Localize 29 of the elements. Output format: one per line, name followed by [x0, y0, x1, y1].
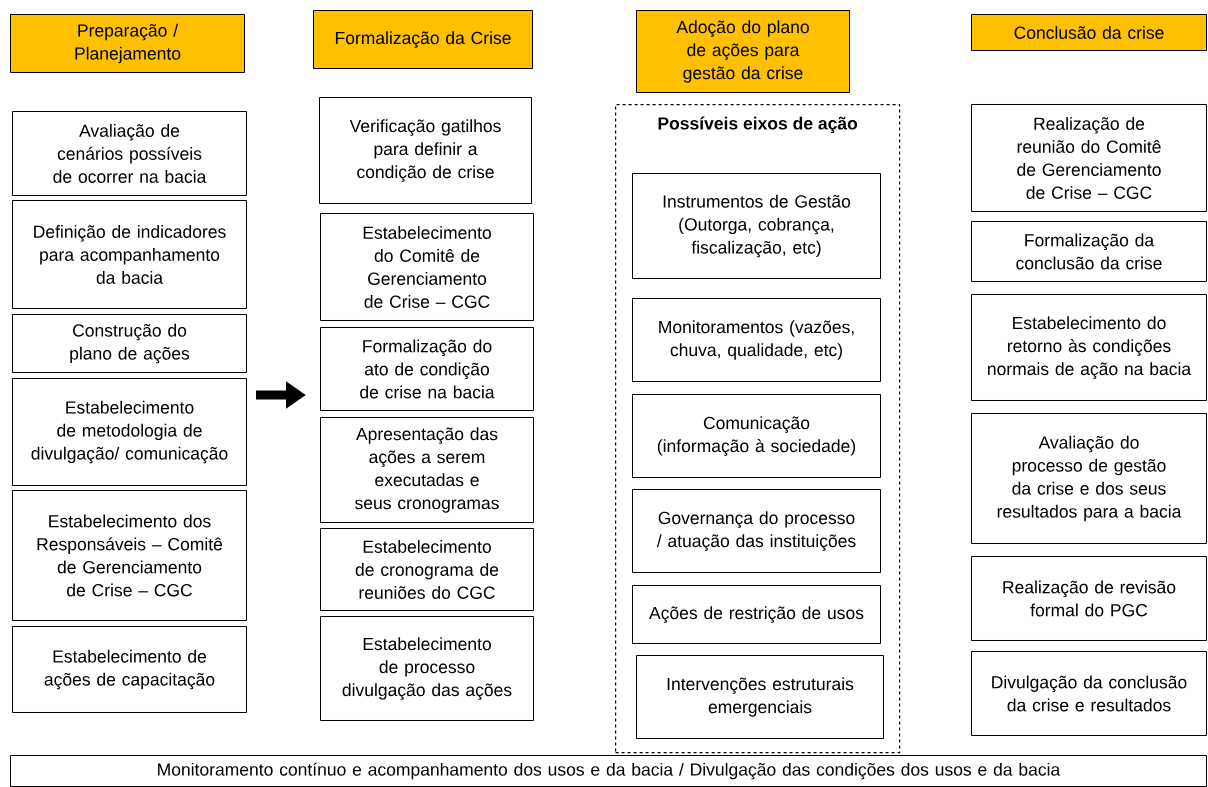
header-box: Preparação / Planejamento — [10, 14, 245, 73]
process-box: Formalização do ato de condição de crise na bacia — [320, 327, 534, 411]
process-box: Instrumentos de Gestão (Outorga, cobrança, fiscalização, etc) — [632, 173, 881, 279]
process-box: Construção do plano de ações — [12, 314, 247, 373]
process-box: Avaliação do processo de gestão da crise e dos seus resultados para a bacia — [971, 413, 1207, 544]
process-box: Estabelecimento do Comitê de Gerenciamento de Crise – CGC — [320, 213, 534, 321]
process-box: Comunicação (informação à sociedade) — [632, 394, 881, 478]
process-box: Governança do processo / atuação das instituições — [632, 489, 881, 573]
process-box: Apresentação das ações a serem executadas e seus cronogramas — [320, 417, 534, 523]
header-box: Formalização da Crise — [313, 10, 533, 69]
process-box: Ações de restrição de usos — [632, 585, 881, 644]
process-box: Divulgação da conclusão da crise e resultados — [971, 651, 1207, 736]
process-box: Realização de revisão formal do PGC — [971, 556, 1207, 641]
process-box: Estabelecimento dos Responsáveis – Comitê de Gerenciamento de Crise – CGC — [12, 490, 247, 621]
process-box: Realização de reunião do Comitê de Gerenciamento de Crise – CGC — [971, 104, 1207, 212]
header-box: Adoção do plano de ações para gestão da crise — [636, 10, 850, 93]
process-box: Estabelecimento de metodologia de divulgação/ comunicação — [12, 378, 247, 486]
process-box: Avaliação de cenários possíveis de ocorrer na bacia — [12, 111, 247, 196]
process-box: Estabelecimento do retorno às condições normais de ação na bacia — [971, 294, 1207, 401]
process-box: Estabelecimento de cronograma de reuniões do CGC — [320, 528, 534, 611]
process-box: Monitoramentos (vazões, chuva, qualidade, etc) — [632, 298, 881, 382]
header-box: Conclusão da crise — [971, 14, 1207, 51]
process-box: Intervenções estruturais emergenciais — [636, 655, 884, 739]
process-box: Formalização da conclusão da crise — [971, 221, 1207, 282]
process-box: Estabelecimento de ações de capacitação — [12, 626, 247, 713]
process-box: Definição de indicadores para acompanhamento da bacia — [12, 200, 247, 309]
process-box: Verificação gatilhos para definir a condição de crise — [319, 97, 532, 204]
process-box: Estabelecimento de processo divulgação das ações — [320, 616, 534, 721]
process-box: Monitoramento contínuo e acompanhamento dos usos e da bacia / Divulgação das condições dos usos e da bacia — [10, 755, 1207, 787]
